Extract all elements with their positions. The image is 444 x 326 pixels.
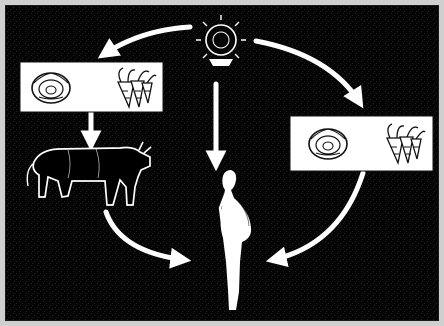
cabbage-icon xyxy=(309,129,347,159)
crops-right-node xyxy=(290,116,433,171)
crops-left-node xyxy=(20,62,163,112)
cabbage-icon xyxy=(32,73,70,103)
